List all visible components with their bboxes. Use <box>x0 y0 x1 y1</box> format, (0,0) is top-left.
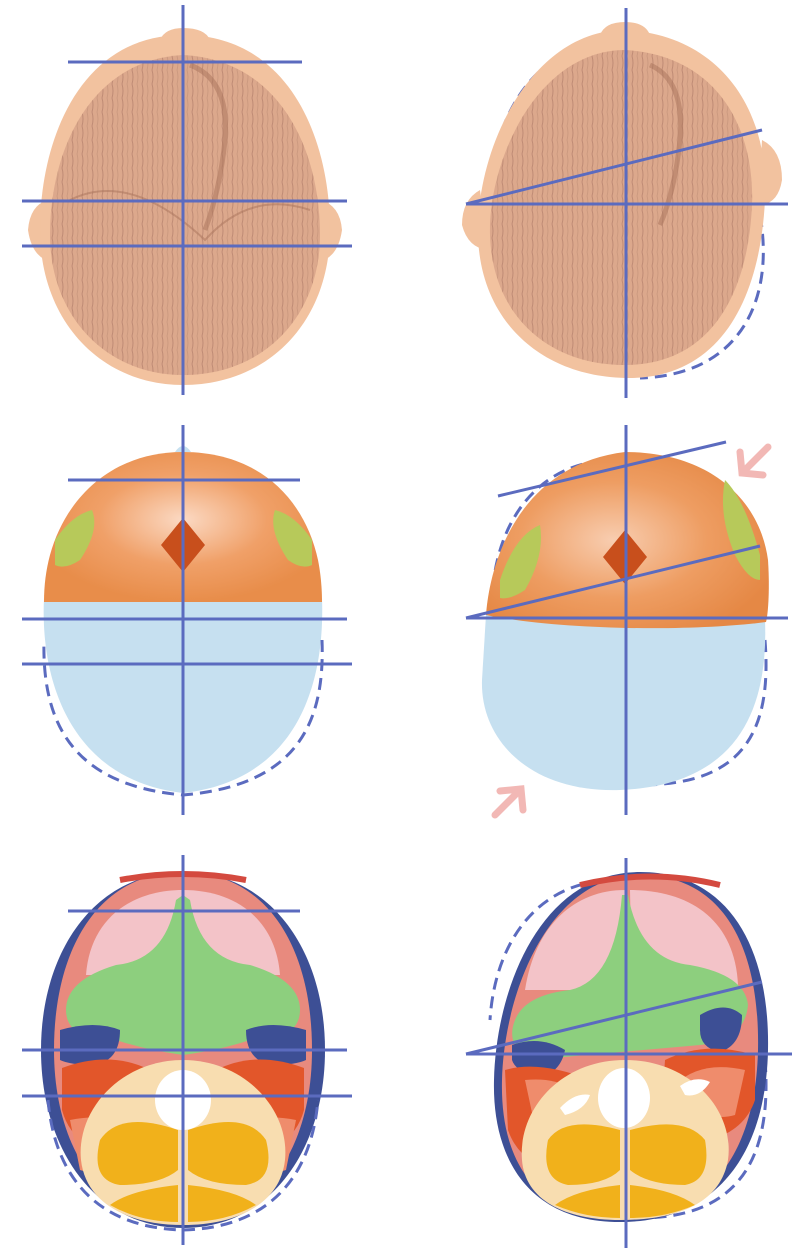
arrow-bottom-left-icon <box>495 789 523 815</box>
guide-lines <box>466 8 788 398</box>
panel-brain-asymmetric <box>466 858 792 1248</box>
head-top-scalp-icon <box>28 28 342 385</box>
panel-skull-normal <box>22 425 352 815</box>
brain-section-icon <box>494 872 768 1222</box>
panel-skull-asymmetric <box>466 425 788 815</box>
head-top-scalp-icon <box>462 22 782 378</box>
arrow-top-right-icon <box>740 447 768 475</box>
panel-brain-normal <box>22 855 352 1245</box>
panel-scalp-asymmetric <box>462 8 788 398</box>
panel-scalp-normal <box>22 5 352 395</box>
